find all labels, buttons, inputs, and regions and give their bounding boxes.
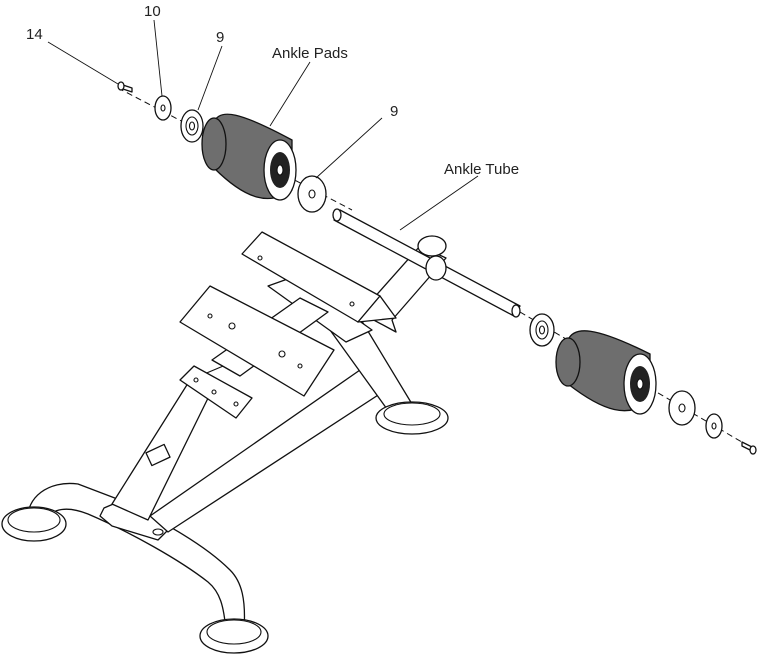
bushing-9-left <box>181 110 203 142</box>
left-foot <box>2 507 66 541</box>
callout-9-top: 9 <box>216 29 224 46</box>
front-foot <box>200 619 268 653</box>
callout-ankle-tube: Ankle Tube <box>444 161 519 178</box>
rear-foot <box>376 402 448 434</box>
bushing-9-right <box>530 314 554 346</box>
callout-10: 10 <box>144 3 161 20</box>
ankle-pad-left-assembly <box>118 82 352 212</box>
callout-14: 14 <box>26 26 43 43</box>
callout-ankle-pads: Ankle Pads <box>272 45 348 62</box>
washer-10-left <box>155 96 171 120</box>
callout-9-mid: 9 <box>390 103 398 120</box>
ankle-pad-left <box>202 114 296 200</box>
bolt-14-left <box>118 82 132 92</box>
bolt-14-right <box>742 442 756 454</box>
washer-10-right <box>706 414 722 438</box>
bushing-9-mid <box>298 176 326 212</box>
washer-9-right <box>669 391 695 425</box>
ankle-pad-right <box>556 331 656 414</box>
ankle-pad-right-assembly <box>520 312 756 454</box>
